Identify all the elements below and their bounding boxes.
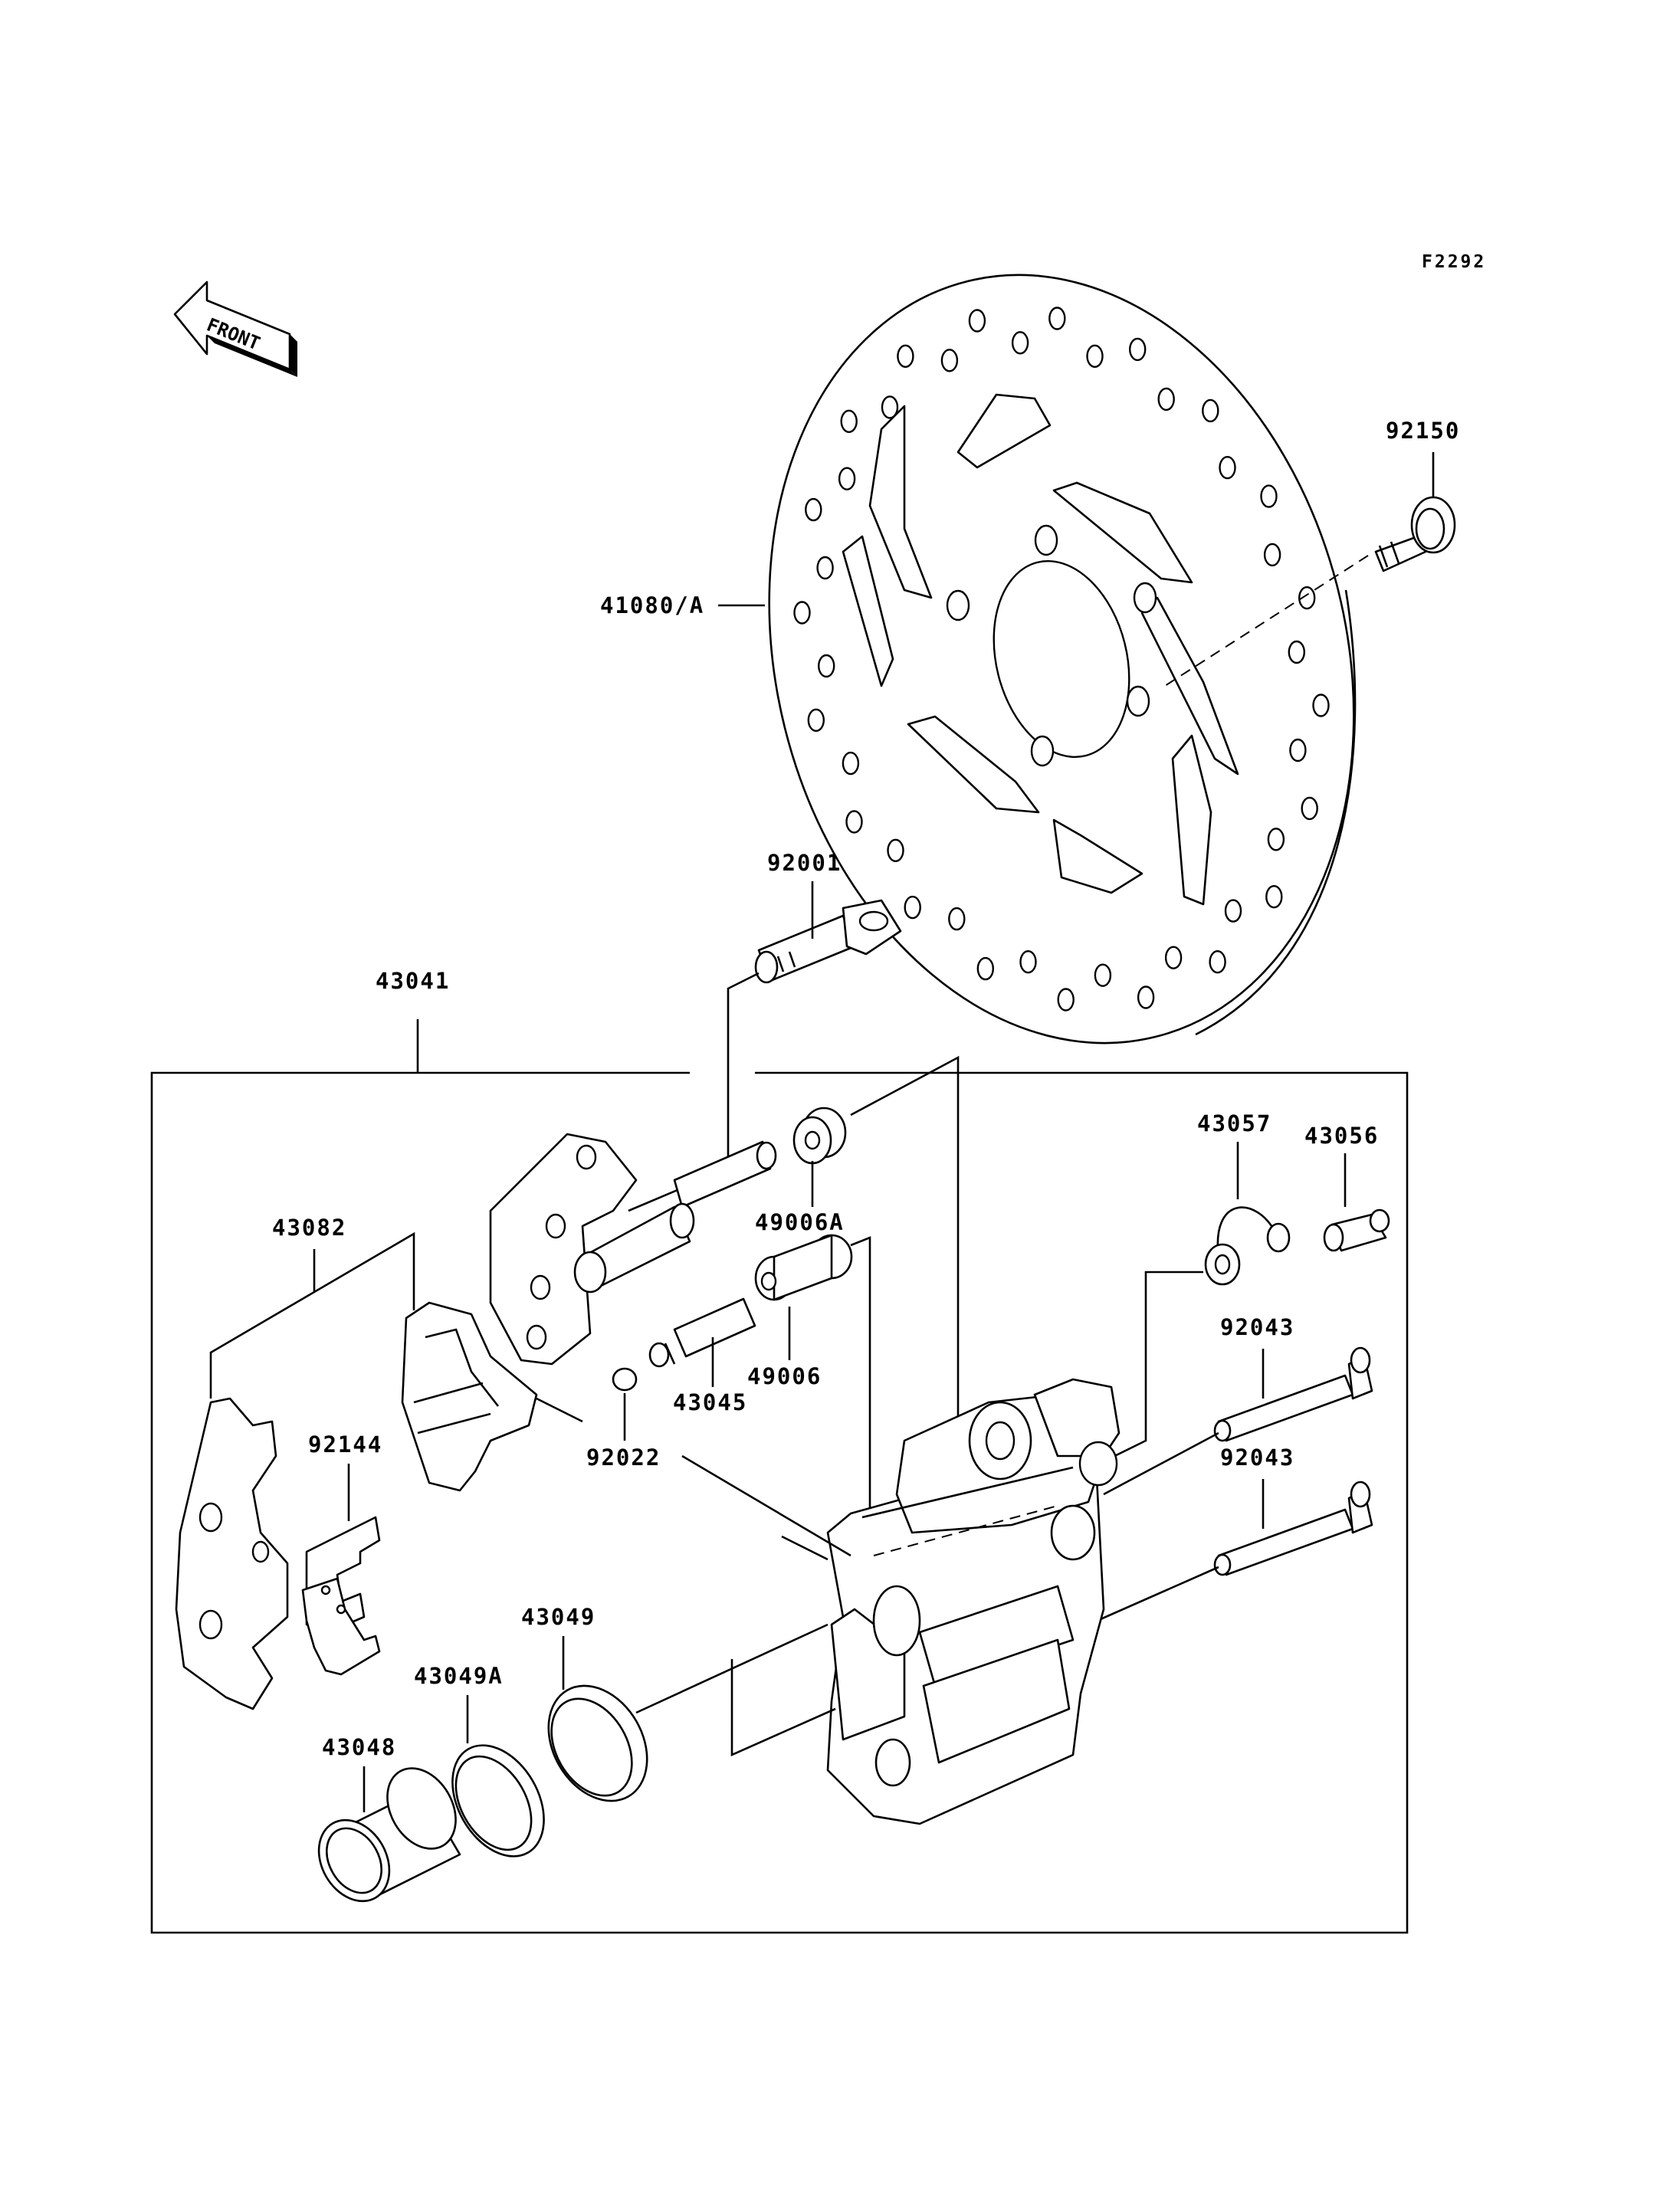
disc-hole <box>842 751 860 776</box>
label-43056: 43056 <box>1304 1123 1379 1149</box>
disc-hole <box>1224 899 1242 923</box>
callout-43048: 43048 <box>322 1734 396 1812</box>
disc-hole <box>807 708 825 732</box>
disc-hole <box>1164 946 1183 969</box>
callout-92001: 92001 <box>767 850 842 939</box>
disc-hole <box>1209 949 1226 974</box>
circlip <box>612 1367 638 1392</box>
label-43041: 43041 <box>376 968 450 994</box>
callout-43045: 43045 <box>673 1337 747 1415</box>
label-49006: 49006 <box>747 1363 822 1389</box>
disc-hole <box>1301 796 1318 821</box>
disc-hole <box>1086 344 1104 368</box>
pad-pin-upper <box>1213 1346 1373 1442</box>
disc-hole <box>1260 484 1278 508</box>
label-49006a: 49006A <box>755 1209 845 1235</box>
disc-hole <box>1048 307 1066 330</box>
label-92043-lower: 92043 <box>1220 1444 1294 1471</box>
disc-hole <box>1219 456 1236 480</box>
callout-92022: 92022 <box>586 1393 851 1557</box>
disc-hole <box>1289 738 1307 762</box>
disc-hole <box>1263 543 1281 567</box>
piston-43048 <box>317 1767 461 1903</box>
disc-hole <box>940 349 959 372</box>
callout-43041: 43041 <box>376 968 450 994</box>
disc-hole <box>1057 988 1075 1012</box>
label-43082: 43082 <box>272 1215 346 1241</box>
label-92043-upper: 92043 <box>1220 1314 1294 1340</box>
callout-43057: 43057 <box>1197 1110 1271 1199</box>
disc-hole <box>968 309 986 333</box>
disc-hole <box>1019 949 1037 974</box>
disc-hole <box>793 601 811 625</box>
label-43048: 43048 <box>322 1734 396 1760</box>
disc-hole <box>1288 640 1306 664</box>
callout-41080a: 41080/A <box>600 592 765 618</box>
disc-hole <box>897 344 914 368</box>
callout-49006a: 49006A <box>755 1161 845 1235</box>
boot-49006 <box>754 1234 853 1301</box>
label-92022: 92022 <box>586 1444 661 1471</box>
disc-hole <box>816 556 834 580</box>
disc-hole <box>1312 694 1330 717</box>
brake-pad-outer <box>175 1397 289 1710</box>
slide-pin-43045 <box>648 1297 756 1368</box>
disc-hole <box>887 838 904 863</box>
disc-hole <box>1267 828 1285 851</box>
pad-pin-lower <box>1213 1481 1373 1576</box>
piston-seal-43049 <box>547 1684 648 1802</box>
disc-hole <box>817 654 835 678</box>
callout-43049a: 43049A <box>414 1663 504 1743</box>
callout-92150: 92150 <box>1386 418 1460 498</box>
disc-hole <box>1011 331 1029 355</box>
callout-92144: 92144 <box>308 1431 382 1521</box>
disc-hole <box>1265 884 1283 909</box>
disc-bolt <box>1374 496 1456 572</box>
front-direction-arrow: FRONT <box>173 280 297 377</box>
disc-hole <box>845 810 863 834</box>
disc-hole <box>1298 586 1316 610</box>
disc-hole <box>838 467 856 490</box>
pad-spring <box>301 1516 381 1676</box>
disc-hole <box>1157 387 1175 412</box>
disc-hole <box>976 956 995 981</box>
disc-hole <box>1202 398 1219 423</box>
label-92150: 92150 <box>1386 418 1460 444</box>
label-43057: 43057 <box>1197 1110 1271 1136</box>
caliper-body <box>826 1378 1121 1825</box>
disc-hole <box>805 497 822 522</box>
disc-hole <box>948 907 966 931</box>
disc-hole <box>1094 963 1112 987</box>
disc-drilled-holes <box>793 307 1330 1012</box>
disc-hole <box>1137 985 1155 1009</box>
callout-43082: 43082 <box>272 1215 346 1291</box>
brake-disc <box>768 274 1357 1044</box>
dust-seal-43049a <box>451 1744 545 1858</box>
label-43049a: 43049A <box>414 1663 504 1689</box>
figure-code: F2292 <box>1422 252 1486 272</box>
disc-hole <box>840 409 858 433</box>
label-43045: 43045 <box>673 1389 747 1415</box>
label-43049: 43049 <box>521 1604 596 1630</box>
callout-43049: 43049 <box>521 1604 596 1690</box>
label-92144: 92144 <box>308 1431 382 1458</box>
callout-92043-lower: 92043 <box>1220 1444 1294 1529</box>
callout-92043-upper: 92043 <box>1220 1314 1294 1399</box>
caliper-assembly-box <box>150 1019 1409 1934</box>
boot-49006a <box>792 1107 847 1165</box>
callout-49006: 49006 <box>747 1307 822 1389</box>
bleeder-cap <box>1204 1206 1291 1286</box>
label-92001: 92001 <box>767 850 842 876</box>
disc-hole <box>904 895 921 920</box>
callout-43056: 43056 <box>1304 1123 1379 1207</box>
caliper-bracket <box>489 1133 777 1366</box>
caliper-bolt <box>754 899 902 984</box>
label-41080a: 41080/A <box>600 592 704 618</box>
brake-pad-inner <box>401 1301 538 1492</box>
disc-hole <box>1128 337 1147 362</box>
bleed-valve <box>1323 1208 1390 1252</box>
disc-hole <box>881 395 899 419</box>
